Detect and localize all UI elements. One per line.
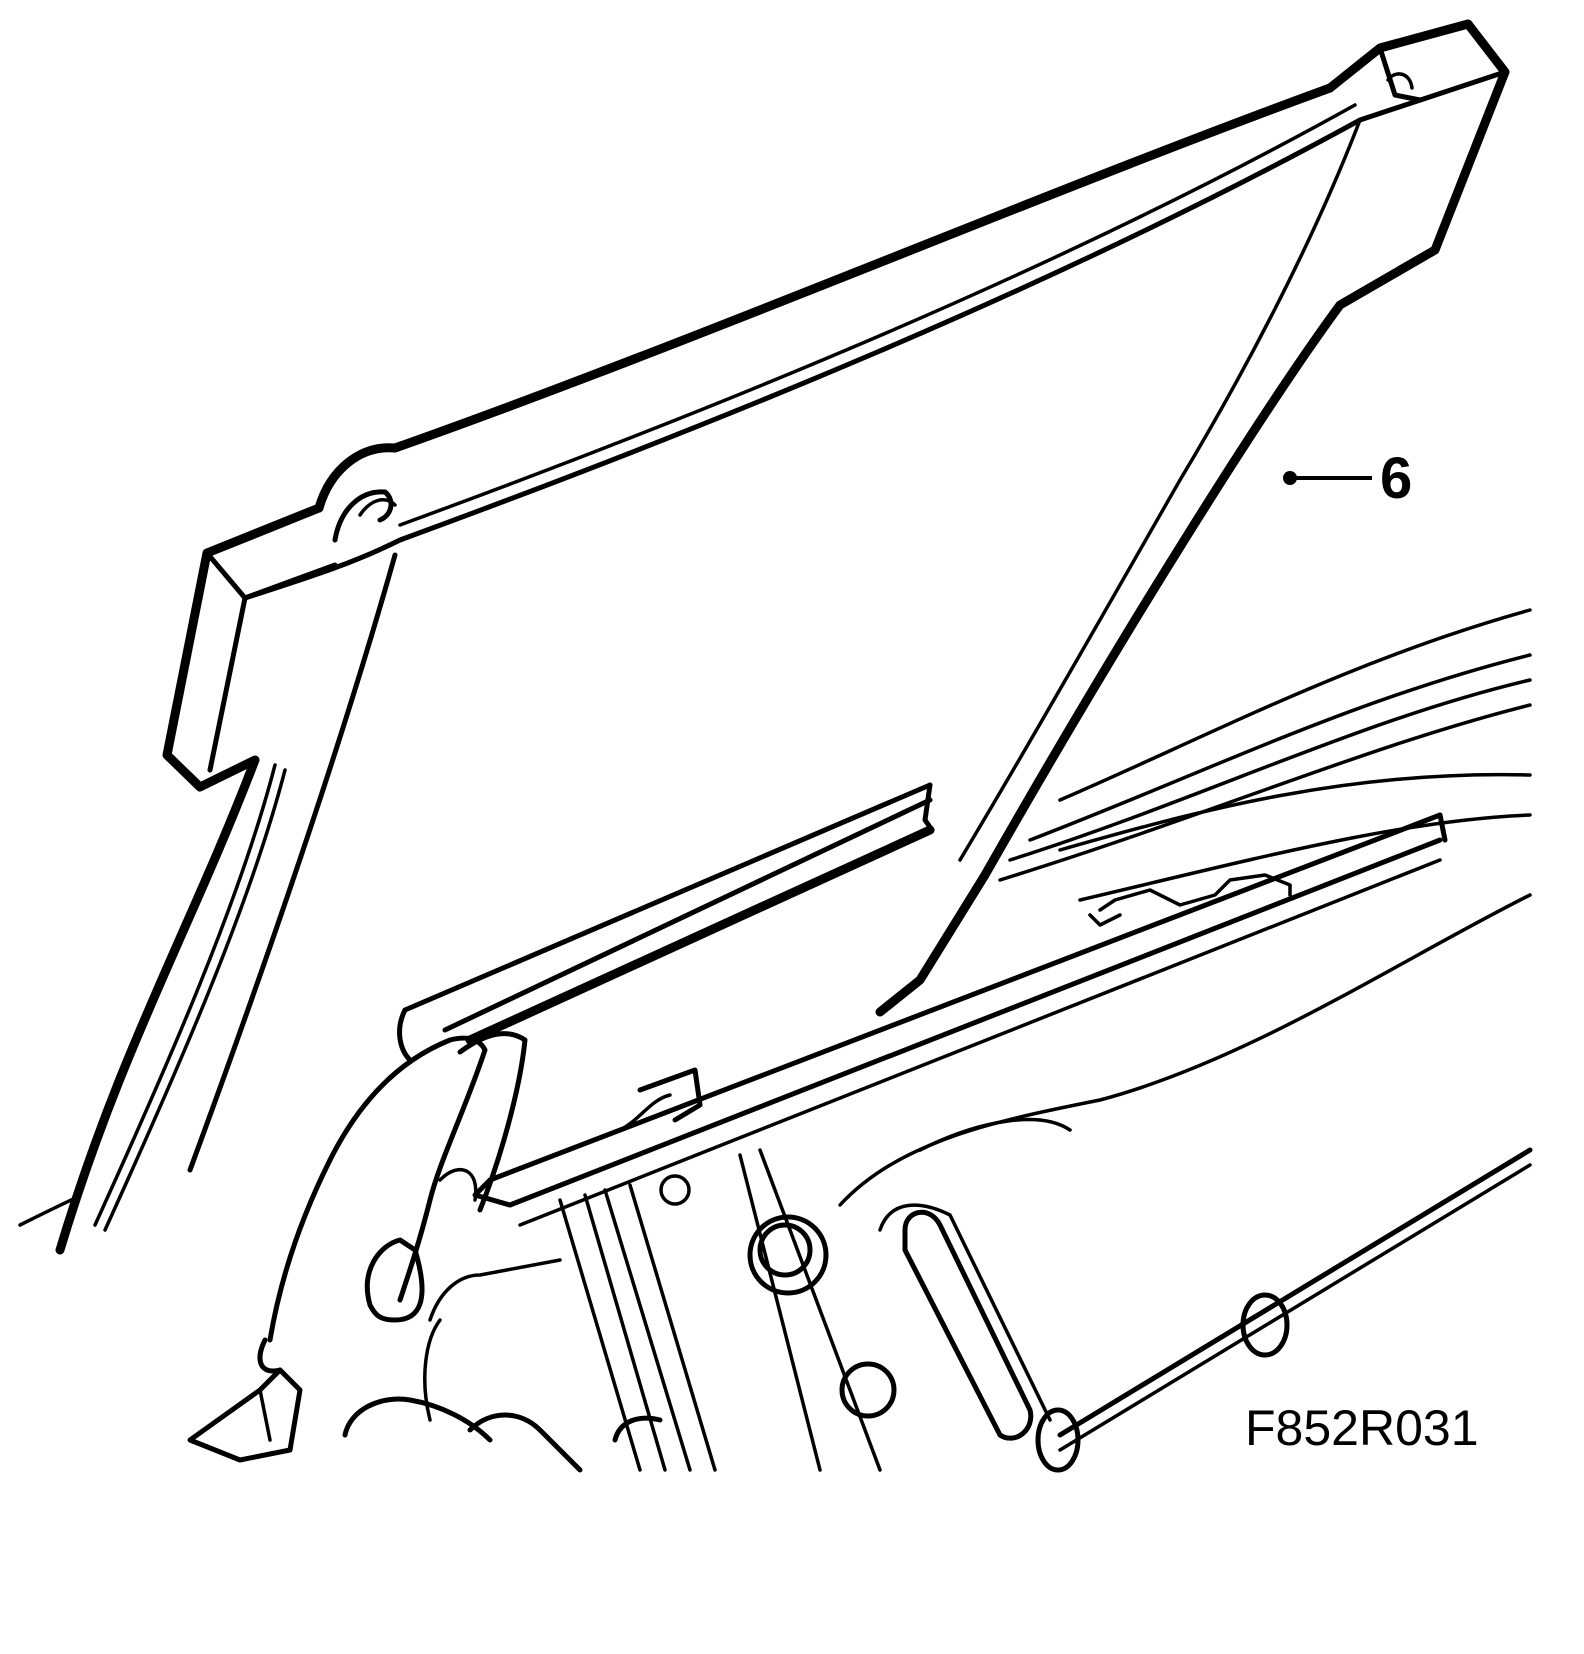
seal-strip: [397, 782, 935, 1063]
hood-panel: [55, 19, 1510, 1255]
body-structure-lines: [18, 608, 1532, 1252]
callout-6: 6: [1283, 446, 1412, 511]
figure-code: F852R031: [1245, 1400, 1479, 1456]
cowl-structure: [187, 812, 1533, 1473]
callout-6-label: 6: [1380, 446, 1412, 511]
